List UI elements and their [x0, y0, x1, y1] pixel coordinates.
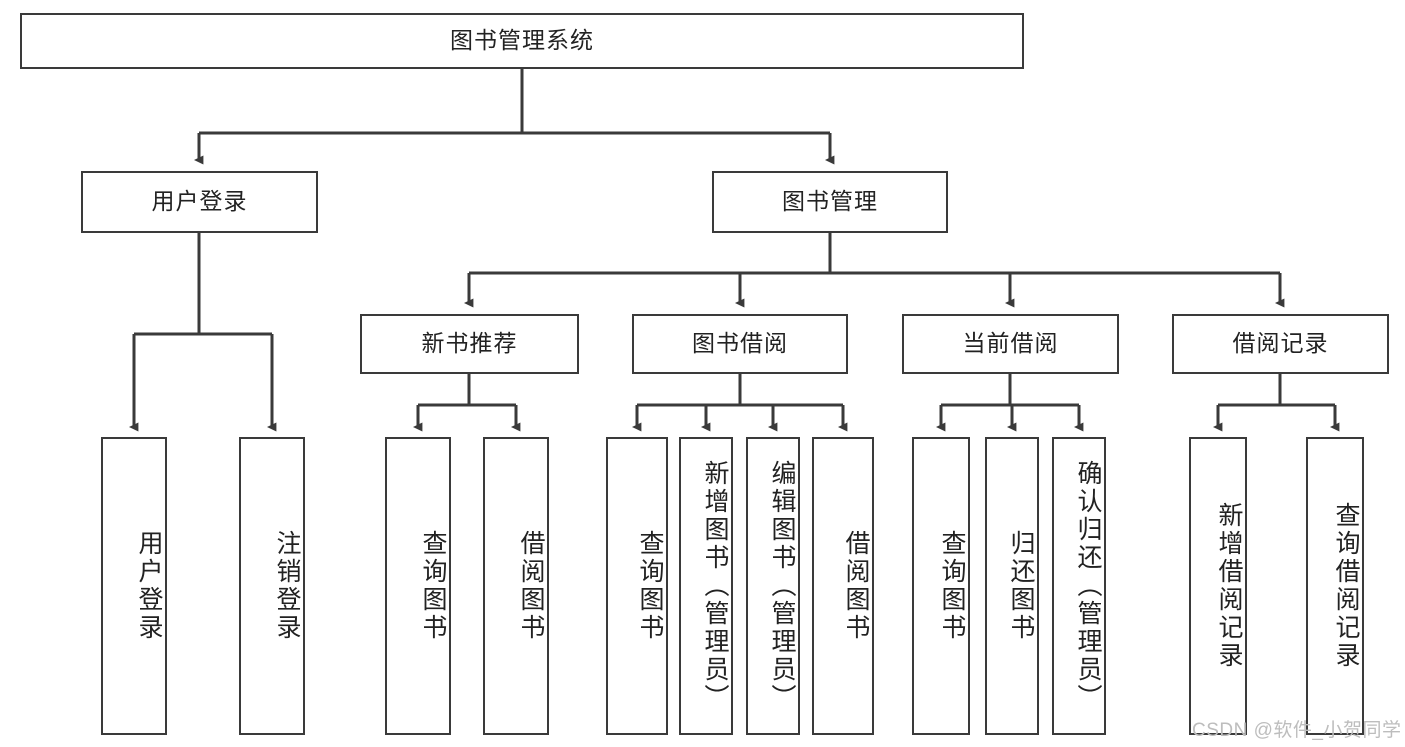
- leaf-logout-label: 注销登录: [273, 530, 301, 642]
- node-book-borrow-label: 图书借阅: [692, 330, 788, 357]
- leaf-confirm-return-admin-label: 确认归还（管理员）: [1074, 460, 1102, 712]
- leaf-confirm-return-admin[interactable]: 确认归还（管理员）: [1052, 437, 1106, 735]
- leaf-user-login-label: 用户登录: [135, 530, 163, 642]
- node-new-book-recommend[interactable]: 新书推荐: [360, 314, 579, 374]
- node-book-management-label: 图书管理: [782, 188, 878, 215]
- leaf-add-book-admin-label: 新增图书（管理员）: [701, 460, 729, 712]
- leaf-query-book-current-label: 查询图书: [938, 530, 966, 642]
- leaf-return-book[interactable]: 归还图书: [985, 437, 1039, 735]
- node-user-login-label: 用户登录: [151, 188, 248, 215]
- node-borrow-record-label: 借阅记录: [1232, 330, 1329, 357]
- leaf-query-borrow-record[interactable]: 查询借阅记录: [1306, 437, 1364, 735]
- leaf-add-book-admin[interactable]: 新增图书（管理员）: [679, 437, 733, 735]
- node-root[interactable]: 图书管理系统: [20, 13, 1024, 69]
- leaf-borrow-book-new-label: 借阅图书: [517, 530, 545, 642]
- leaf-add-borrow-record[interactable]: 新增借阅记录: [1189, 437, 1247, 735]
- node-user-login[interactable]: 用户登录: [81, 171, 318, 233]
- node-new-book-recommend-label: 新书推荐: [421, 330, 518, 357]
- leaf-return-book-label: 归还图书: [1007, 530, 1035, 642]
- csdn-watermark: CSDN @软件_小贺同学: [1192, 720, 1402, 741]
- node-book-management[interactable]: 图书管理: [712, 171, 948, 233]
- leaf-borrow-book-new[interactable]: 借阅图书: [483, 437, 549, 735]
- leaf-user-login[interactable]: 用户登录: [101, 437, 167, 735]
- leaf-borrow-book[interactable]: 借阅图书: [812, 437, 874, 735]
- leaf-logout[interactable]: 注销登录: [239, 437, 305, 735]
- leaf-query-book-borrow-label: 查询图书: [636, 530, 664, 642]
- leaf-query-book-new-label: 查询图书: [419, 530, 447, 642]
- node-current-borrow[interactable]: 当前借阅: [902, 314, 1119, 374]
- leaf-query-book-new[interactable]: 查询图书: [385, 437, 451, 735]
- leaf-edit-book-admin-label: 编辑图书（管理员）: [768, 460, 796, 712]
- leaf-query-book-current[interactable]: 查询图书: [912, 437, 970, 735]
- node-borrow-record[interactable]: 借阅记录: [1172, 314, 1389, 374]
- node-book-borrow[interactable]: 图书借阅: [632, 314, 848, 374]
- leaf-edit-book-admin[interactable]: 编辑图书（管理员）: [746, 437, 800, 735]
- leaf-add-borrow-record-label: 新增借阅记录: [1215, 502, 1243, 670]
- node-root-label: 图书管理系统: [450, 27, 594, 54]
- leaf-query-book-borrow[interactable]: 查询图书: [606, 437, 668, 735]
- node-current-borrow-label: 当前借阅: [962, 330, 1059, 357]
- leaf-borrow-book-label: 借阅图书: [842, 530, 870, 642]
- leaf-query-borrow-record-label: 查询借阅记录: [1332, 502, 1360, 670]
